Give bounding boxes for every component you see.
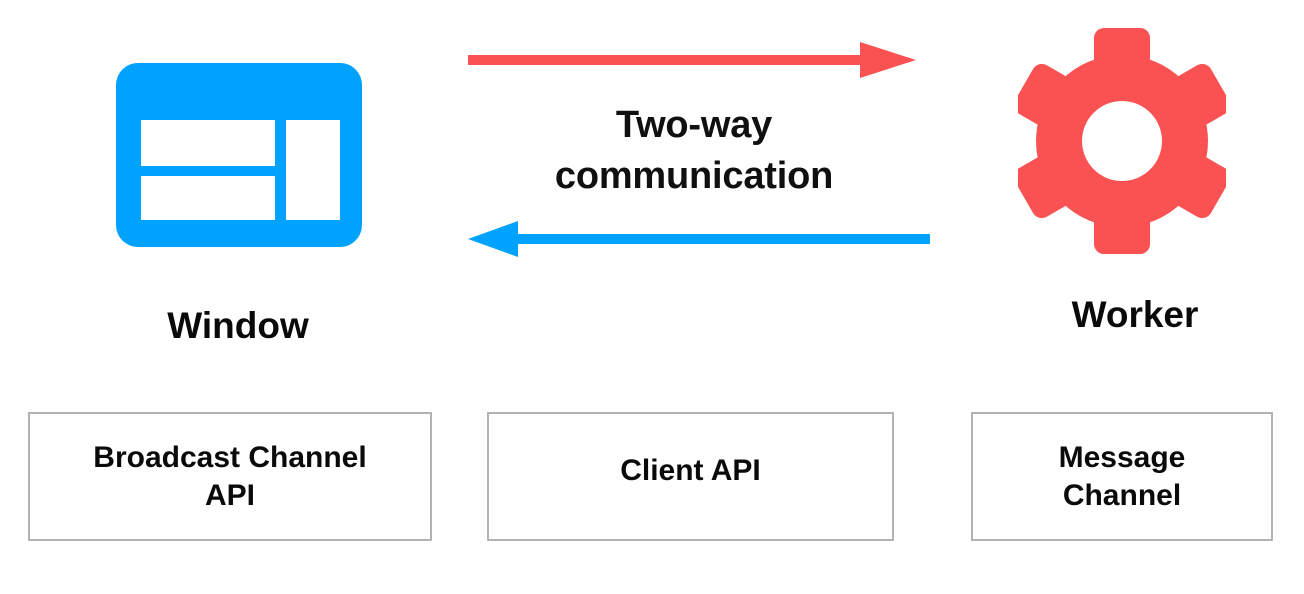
api-box-client-api[interactable]: Client API bbox=[487, 412, 894, 541]
connection-caption-line1: Two-way bbox=[615, 104, 773, 146]
window-pane-bottom-left bbox=[141, 176, 275, 220]
node-label-worker: Worker bbox=[1071, 294, 1199, 335]
window-pane-top-left bbox=[141, 120, 275, 166]
api-box-message-channel[interactable]: Message Channel bbox=[971, 412, 1273, 541]
api-box-label: Message Channel bbox=[1058, 441, 1186, 512]
api-box-label: Client API bbox=[620, 453, 761, 487]
api-box-label: Broadcast Channel API bbox=[93, 441, 367, 512]
window-pane-right bbox=[286, 120, 340, 220]
api-box-broadcast-channel-api[interactable]: Broadcast Channel API bbox=[28, 412, 432, 541]
gear-icon bbox=[1018, 28, 1226, 254]
node-label-window: Window bbox=[167, 305, 309, 346]
arrow-worker-to-window bbox=[468, 221, 930, 257]
browser-window-icon bbox=[116, 63, 362, 247]
connection-caption: Two-way communication bbox=[494, 100, 894, 203]
connection-caption-line2: communication bbox=[554, 155, 834, 198]
arrow-window-to-worker bbox=[468, 42, 916, 78]
